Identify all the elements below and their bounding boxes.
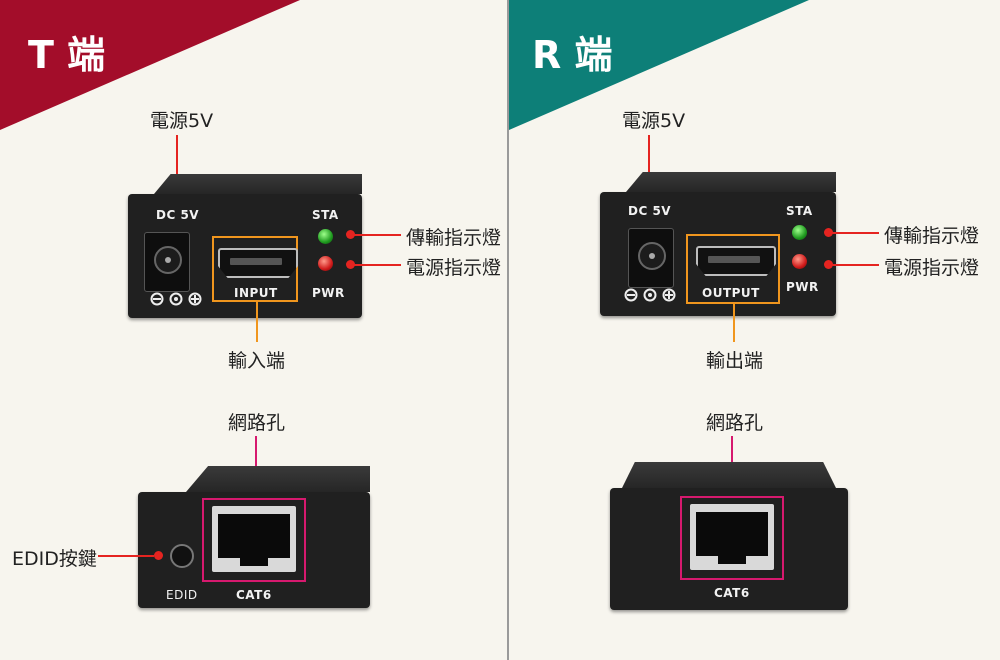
transmitter-pwr-callout: 電源指示燈: [406, 257, 502, 279]
transmitter-edid-callout: EDID按鍵: [12, 548, 97, 570]
transmitter-front-device: DC 5V STA PWR INPUT: [128, 174, 362, 318]
receiver-pwr-callout: 電源指示燈: [884, 257, 980, 279]
transmitter-back-top: [186, 466, 370, 492]
transmitter-front-top: [154, 174, 362, 194]
receiver-front-device: DC 5V STA PWR OUTPUT: [600, 172, 836, 316]
transmitter-input-label: INPUT: [234, 286, 278, 300]
receiver-power-callout: 電源5V: [622, 110, 686, 132]
receiver-dc-jack: [628, 228, 674, 288]
transmitter-hdmi-port: [218, 248, 298, 278]
receiver-pwr-dot: [824, 260, 833, 269]
transmitter-pwr-pointer: [353, 264, 401, 266]
transmitter-power-pointer: [176, 135, 178, 197]
polarity-icon: [624, 288, 676, 302]
transmitter-input-highlight: [212, 236, 298, 302]
transmitter-network-callout: 網路孔: [228, 412, 286, 434]
receiver-sta-label: STA: [786, 204, 813, 218]
transmitter-pwr-dot: [346, 260, 355, 269]
transmitter-pwr-label: PWR: [312, 286, 345, 300]
transmitter-dc-jack: [144, 232, 190, 292]
transmitter-pwr-led: [318, 256, 333, 271]
receiver-power-pointer: [648, 135, 650, 195]
receiver-output-pointer: [733, 302, 735, 342]
transmitter-input-callout: 輸入端: [228, 350, 286, 372]
receiver-sta-dot: [824, 228, 833, 237]
receiver-network-callout: 網路孔: [706, 412, 764, 434]
transmitter-sta-pointer: [353, 234, 401, 236]
receiver-sta-callout: 傳輸指示燈: [884, 225, 980, 247]
transmitter-power-callout: 電源5V: [150, 110, 214, 132]
transmitter-dc-label: DC 5V: [156, 208, 200, 222]
transmitter-edid-button[interactable]: [170, 544, 194, 568]
receiver-output-label: OUTPUT: [702, 286, 760, 300]
receiver-front-top: [626, 172, 836, 192]
transmitter-sta-dot: [346, 230, 355, 239]
transmitter-edid-pointer: [98, 555, 154, 557]
section-divider: [507, 0, 509, 660]
receiver-banner-title: R 端: [532, 33, 613, 77]
receiver-sta-led: [792, 225, 807, 240]
receiver-pwr-pointer: [831, 264, 879, 266]
transmitter-sta-callout: 傳輸指示燈: [406, 227, 502, 249]
transmitter-input-pointer: [256, 300, 258, 342]
receiver-back-top: [622, 462, 836, 488]
receiver-rj45-port: [690, 504, 774, 570]
receiver-network-highlight: [680, 496, 784, 580]
receiver-pwr-label: PWR: [786, 280, 819, 294]
transmitter-back-device: EDID CAT6: [138, 466, 370, 608]
receiver-sta-pointer: [831, 232, 879, 234]
receiver-cat-label: CAT6: [714, 586, 750, 600]
receiver-pwr-led: [792, 254, 807, 269]
transmitter-sta-label: STA: [312, 208, 339, 222]
receiver-back-device: CAT6: [610, 462, 848, 610]
polarity-icon: [150, 292, 202, 306]
transmitter-sta-led: [318, 229, 333, 244]
transmitter-rj45-port: [212, 506, 296, 572]
transmitter-banner-title: T 端: [28, 33, 106, 77]
transmitter-banner: [0, 0, 300, 130]
receiver-banner: [509, 0, 809, 130]
transmitter-edid-label: EDID: [166, 588, 198, 602]
receiver-dc-label: DC 5V: [628, 204, 672, 218]
transmitter-network-highlight: [202, 498, 306, 582]
receiver-output-callout: 輸出端: [706, 350, 764, 372]
transmitter-cat-label: CAT6: [236, 588, 272, 602]
receiver-hdmi-port: [696, 246, 776, 276]
transmitter-edid-dot: [154, 551, 163, 560]
